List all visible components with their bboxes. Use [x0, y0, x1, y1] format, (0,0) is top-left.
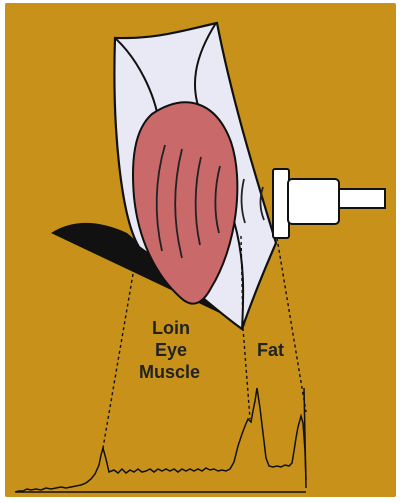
- probe-head: [273, 169, 289, 238]
- loin-label-line-1: Loin: [152, 318, 190, 338]
- fat-label: Fat: [257, 340, 284, 360]
- diagram-frame: Loin Eye Muscle Fat: [5, 3, 396, 497]
- probe-cable: [339, 189, 385, 208]
- loin-label-line-2: Eye: [155, 340, 187, 360]
- ultrasound-cross-section-diagram: Loin Eye Muscle Fat: [5, 3, 396, 497]
- probe-body: [288, 179, 339, 224]
- loin-label-line-3: Muscle: [139, 362, 200, 382]
